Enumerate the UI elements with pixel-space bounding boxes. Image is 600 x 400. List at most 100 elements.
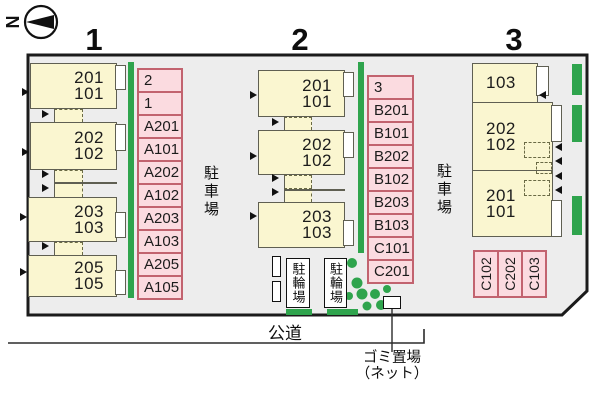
bike-rack — [272, 256, 281, 277]
parking-stall: A102 — [137, 183, 183, 208]
parking-stall: C103 — [521, 250, 547, 298]
stall-label: B203 — [374, 194, 410, 211]
bicycle-parking-label: 駐輪場 — [290, 262, 306, 304]
unit-number-upper: 103 — [486, 73, 516, 92]
north-arrow-icon: N — [3, 4, 59, 40]
stall-label: A101 — [144, 141, 180, 158]
north-label: N — [3, 16, 23, 29]
stall-label: B202 — [374, 148, 410, 165]
bike-rack — [272, 281, 281, 302]
bicycle-parking-box: 駐輪場 — [286, 258, 310, 308]
parking-stall: A103 — [137, 229, 183, 254]
building-1-unit: 203 103 — [28, 197, 117, 242]
road-label: 公道 — [268, 324, 302, 343]
stair-dash — [524, 142, 550, 158]
greenery-strip — [286, 309, 312, 315]
greenery-strips — [128, 62, 582, 315]
unit-number-upper: 205 — [74, 258, 104, 277]
parking-stall: A101 — [137, 137, 183, 162]
building-2-unit: 203 103 — [258, 202, 345, 248]
building-2-unit: 201 101 — [258, 70, 345, 117]
unit-number-lower: 101 — [302, 91, 332, 111]
entrance-arrow-icon — [555, 172, 562, 180]
unit-number-upper: 201 — [302, 75, 332, 95]
building-3-unit: 103 — [472, 63, 538, 103]
entrance-arrow-icon — [42, 170, 49, 178]
shrub-icon — [356, 288, 368, 300]
parking-stall: B101 — [367, 121, 414, 146]
unit-number-upper: 202 — [486, 118, 516, 138]
shrub-icon — [347, 258, 357, 268]
stall-label: A102 — [144, 187, 180, 204]
road-edge-line — [8, 329, 425, 344]
garbage-label-line2: （ネット） — [355, 366, 429, 382]
greenery-strip — [572, 105, 582, 142]
parking-stall: 3 — [367, 75, 414, 100]
entrance-arrow-icon — [250, 212, 257, 220]
parking-stall: A203 — [137, 206, 183, 231]
unit-number-lower: 103 — [74, 217, 104, 237]
entrance-arrow-icon — [539, 91, 546, 99]
parking-stall: C202 — [497, 250, 523, 298]
porch — [551, 200, 562, 237]
stall-label: B201 — [374, 102, 410, 119]
bicycle-parking-box: 駐輪場 — [324, 258, 347, 308]
stall-label: 2 — [144, 72, 153, 89]
unit-number-lower: 102 — [74, 144, 104, 163]
shrub-icons — [345, 258, 391, 311]
entrance-arrow-icon — [555, 157, 562, 165]
unit-divider-wall — [54, 182, 117, 184]
shrub-icon — [351, 277, 363, 289]
building-1-unit: 205 105 — [28, 255, 117, 297]
entrance-arrow-icon — [20, 268, 27, 276]
shrub-icon — [362, 301, 372, 311]
stall-label: C201 — [374, 263, 410, 280]
shrub-icon — [383, 285, 391, 293]
stall-label: C103 — [526, 257, 542, 291]
building-2-label: 2 — [291, 22, 309, 57]
unit-number-lower: 103 — [302, 223, 332, 242]
entry-step — [54, 183, 83, 197]
unit-number-lower: 102 — [302, 150, 332, 170]
stall-label: A203 — [144, 210, 180, 227]
greenery-strip — [128, 62, 134, 298]
stall-label: C202 — [502, 257, 518, 291]
porch — [115, 65, 126, 90]
greenery-strip — [572, 64, 582, 95]
porch — [115, 212, 126, 238]
unit-number-lower: 101 — [74, 84, 104, 103]
entrance-arrow-icon — [272, 188, 279, 196]
entrance-arrow-icon — [42, 184, 49, 192]
porch — [343, 132, 354, 158]
unit-divider-wall — [284, 189, 345, 191]
garbage-label-line1: ゴミ置場 — [363, 350, 421, 366]
unit-number-upper: 203 — [302, 207, 332, 226]
greenery-strip — [327, 309, 358, 315]
entrance-arrow-icon — [555, 186, 562, 194]
entrance-arrow-icon — [42, 242, 49, 250]
entrance-arrow-icon — [42, 110, 49, 118]
unit-number-lower: 105 — [74, 274, 104, 293]
unit-number-upper: 201 — [486, 185, 516, 205]
building-1-unit: 202 102 — [30, 122, 117, 170]
parking-stall: 1 — [137, 91, 183, 116]
entrance-arrow-icon — [20, 213, 27, 221]
building-3-unit: 201 101 — [472, 170, 553, 237]
parking-lot-label: 駐車場 — [435, 163, 452, 217]
greenery-strip — [572, 196, 582, 235]
stall-label: A105 — [144, 279, 180, 296]
bicycle-parking-label: 駐輪場 — [328, 262, 343, 304]
parking-stall: C101 — [367, 236, 414, 261]
parking-stall: 2 — [137, 68, 183, 93]
porch — [343, 220, 354, 246]
entrance-arrow-icon — [272, 118, 279, 126]
stall-label: A205 — [144, 256, 180, 273]
stall-label: B102 — [374, 171, 410, 188]
stall-label: C102 — [478, 257, 494, 291]
porch — [551, 105, 562, 142]
parking-stall: B203 — [367, 190, 414, 215]
entrance-arrow-icon — [555, 143, 562, 151]
stall-label: B101 — [374, 125, 410, 142]
parking-stall: A201 — [137, 114, 183, 139]
